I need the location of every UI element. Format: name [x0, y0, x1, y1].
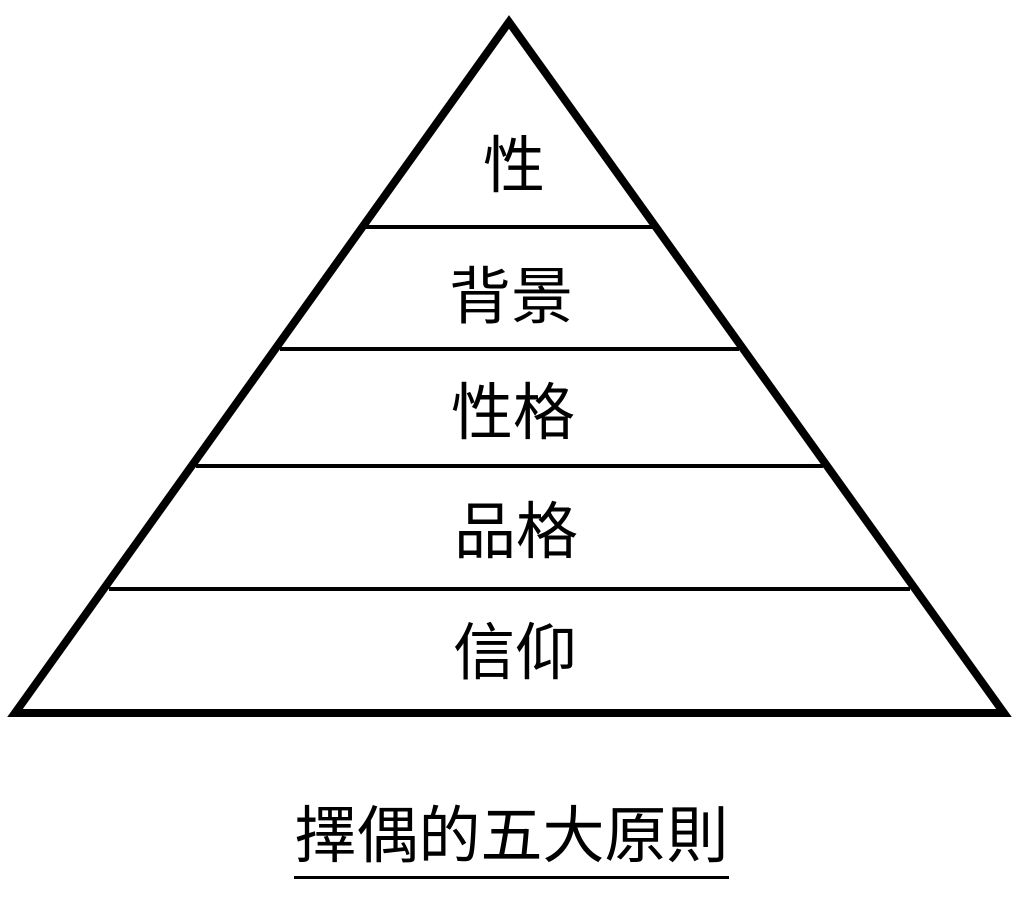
tier-label-top: 性: [483, 129, 545, 202]
tier-label-second: 背景: [449, 260, 573, 333]
pyramid-outline: [7, 15, 1012, 717]
diagram-caption: 擇偶的五大原則: [0, 800, 1023, 879]
tier-label-third: 性格: [451, 376, 575, 449]
caption-text: 擇偶的五大原則: [294, 800, 729, 879]
pyramid-diagram: 性 背景 性格 品格 信仰: [7, 15, 1012, 717]
tier-label-base: 信仰: [453, 616, 577, 689]
tier-label-fourth: 品格: [454, 495, 578, 568]
